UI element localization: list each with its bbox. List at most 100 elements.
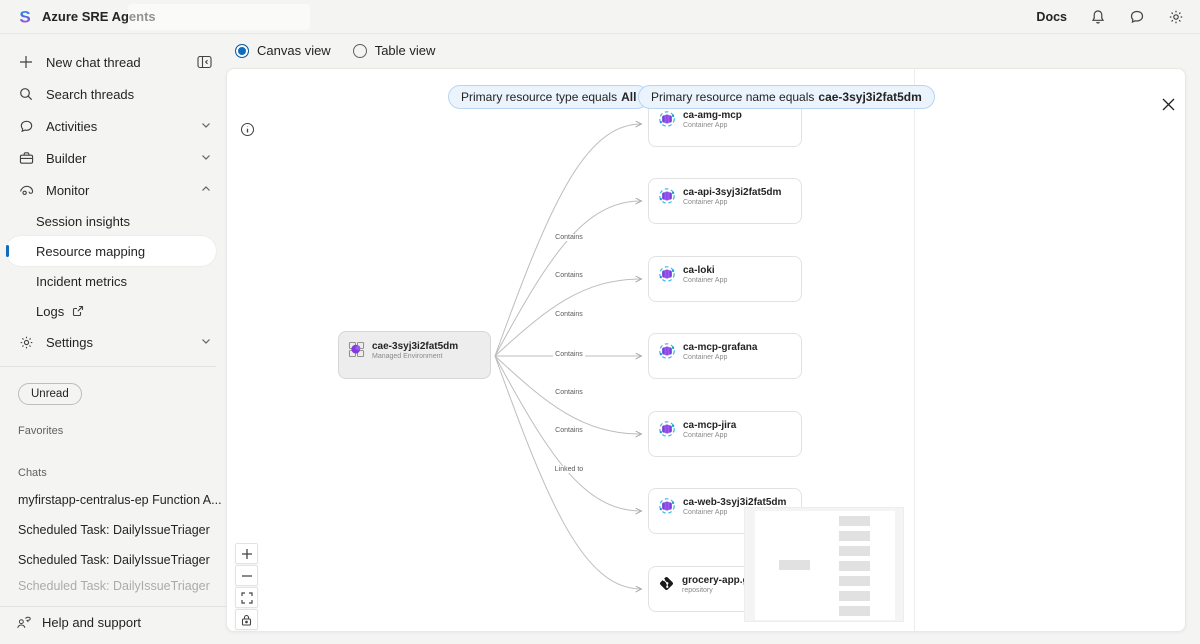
minimap-node — [839, 531, 870, 541]
gear-icon — [18, 334, 34, 350]
search-threads-button[interactable]: Search threads — [0, 78, 226, 110]
graph-root-node[interactable]: cae-3syj3i2fat5dm Managed Environment — [338, 331, 491, 379]
container-app-icon — [658, 187, 676, 210]
lock-button[interactable] — [235, 609, 258, 630]
chat-thread-item[interactable]: Scheduled Task: DailyIssueTriager — [18, 579, 210, 593]
sidebar-item-incident-metrics[interactable]: Incident metrics — [0, 266, 226, 296]
minimap-root-node — [779, 560, 810, 570]
edge-relationship-label: Contains — [553, 427, 585, 434]
container-app-icon — [658, 420, 676, 443]
chat-thread-item[interactable]: Scheduled Task: DailyIssueTriager — [18, 523, 210, 537]
node-type: Container App — [683, 432, 728, 439]
node-type: Container App — [683, 199, 728, 206]
node-name: ca-amg-mcp — [683, 110, 742, 121]
node-name: ca-web-3syj3i2fat5dm — [683, 497, 787, 508]
topbar-highlight — [128, 4, 310, 30]
chat-thread-item[interactable]: myfirstapp-centralus-ep Function A... — [18, 493, 222, 507]
external-link-icon — [70, 303, 86, 319]
chevron-down-icon — [200, 119, 212, 134]
plus-icon — [18, 54, 34, 70]
minimap-node — [839, 606, 870, 616]
incident-metrics-label: Incident metrics — [36, 273, 128, 289]
toolbox-icon — [18, 150, 34, 166]
chat-bubble-icon — [18, 118, 34, 134]
edge-relationship-label: Contains — [553, 389, 585, 396]
root-node-name: cae-3syj3i2fat5dm — [372, 341, 459, 352]
node-name: ca-mcp-jira — [683, 420, 737, 431]
git-repository-icon — [658, 575, 675, 597]
graph-edge — [494, 201, 641, 357]
view-toggle: Canvas view Table view — [235, 43, 449, 58]
chevron-down-icon — [200, 151, 212, 166]
feedback-chat-icon[interactable] — [1128, 8, 1145, 25]
table-view-radio[interactable]: Table view — [352, 43, 435, 58]
panel-divider — [914, 69, 915, 631]
minimap-node — [839, 591, 870, 601]
zoom-in-button[interactable] — [235, 543, 258, 564]
close-icon[interactable] — [1155, 91, 1181, 117]
node-type: Container App — [683, 509, 728, 516]
bell-icon[interactable] — [1089, 8, 1106, 25]
minimap-viewport — [755, 511, 895, 620]
node-name: grocery-app.git — [682, 575, 755, 586]
activities-label: Activities — [46, 118, 98, 134]
graph-edge — [494, 355, 641, 589]
minimap[interactable] — [744, 507, 904, 622]
radio-selected-icon — [235, 43, 249, 58]
sidebar-item-logs[interactable]: Logs — [0, 296, 226, 326]
topbar-actions: Docs — [1036, 8, 1184, 25]
filter-pill-resource-type[interactable]: Primary resource type equals All — [448, 85, 650, 109]
managed-environment-icon — [348, 341, 365, 363]
help-and-support-button[interactable]: Help and support — [0, 606, 226, 638]
container-app-icon — [658, 265, 676, 288]
node-type: Container App — [683, 354, 728, 361]
root-node-type: Managed Environment — [372, 353, 443, 360]
new-chat-thread-label: New chat thread — [46, 54, 141, 70]
edge-relationship-label: Linked to — [552, 466, 586, 473]
node-name: ca-loki — [683, 265, 715, 276]
sidebar-item-activities[interactable]: Activities — [0, 110, 226, 142]
sidebar-item-settings[interactable]: Settings — [0, 326, 226, 358]
sidebar-item-monitor[interactable]: Monitor — [0, 174, 226, 206]
selected-indicator — [6, 245, 9, 257]
help-support-icon — [16, 615, 32, 631]
fit-view-button[interactable] — [235, 587, 258, 608]
builder-label: Builder — [46, 150, 87, 166]
session-insights-label: Session insights — [36, 213, 130, 229]
info-icon[interactable] — [239, 122, 255, 138]
radio-unselected-icon — [352, 43, 367, 58]
container-app-icon — [658, 110, 676, 133]
minimap-node — [839, 576, 870, 586]
unread-filter-button[interactable]: Unread — [18, 383, 82, 405]
node-name: ca-mcp-grafana — [683, 342, 758, 353]
favorites-heading: Favorites — [18, 425, 64, 437]
brand: S Azure SRE Agents — [16, 8, 155, 26]
edge-relationship-label: Contains — [553, 351, 585, 358]
search-icon — [18, 86, 34, 102]
sidebar-item-resource-mapping[interactable]: Resource mapping — [6, 236, 216, 266]
chat-thread-item[interactable]: Scheduled Task: DailyIssueTriager — [18, 553, 210, 567]
azure-sre-agents-logo: S — [19, 8, 30, 26]
sidebar-item-session-insights[interactable]: Session insights — [0, 206, 226, 236]
new-chat-thread-button[interactable]: New chat thread — [0, 46, 226, 78]
chevron-down-icon — [200, 335, 212, 350]
gear-icon[interactable] — [1167, 8, 1184, 25]
zoom-out-button[interactable] — [235, 565, 258, 586]
collapse-panel-icon[interactable] — [196, 54, 212, 70]
docs-link[interactable]: Docs — [1036, 9, 1067, 24]
filter-pill-resource-name[interactable]: Primary resource name equals cae-3syj3i2… — [638, 85, 935, 109]
sidebar-item-builder[interactable]: Builder — [0, 142, 226, 174]
canvas-view-label: Canvas view — [257, 43, 331, 58]
canvas-controls — [235, 543, 258, 630]
graph-edge — [494, 124, 641, 357]
canvas-view-radio[interactable]: Canvas view — [235, 43, 331, 58]
minimap-node — [839, 561, 870, 571]
search-threads-label: Search threads — [46, 86, 135, 102]
edge-relationship-label: Contains — [553, 234, 585, 241]
